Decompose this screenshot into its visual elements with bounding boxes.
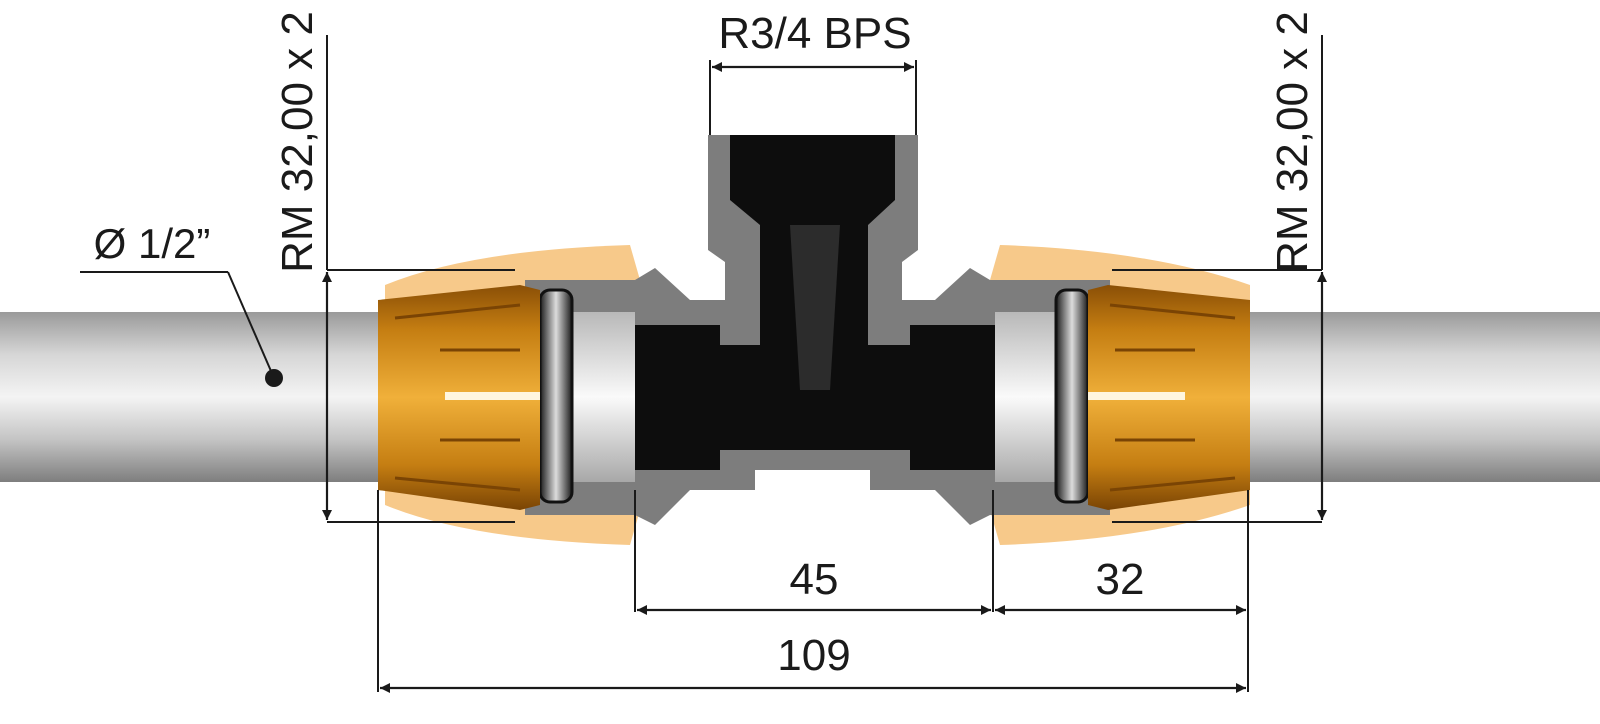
right-pipe xyxy=(1250,312,1600,482)
dim-45-label: 45 xyxy=(790,555,839,604)
left-o-ring xyxy=(538,288,574,504)
dim-109-label: 109 xyxy=(777,631,850,680)
right-sleeve xyxy=(995,312,1060,482)
pipe-diameter-label: Ø 1/2” xyxy=(94,220,211,267)
left-nut-grooves xyxy=(394,303,521,492)
left-sleeve xyxy=(570,312,635,482)
right-nut-grooves xyxy=(1109,303,1236,492)
left-connection-label: RM 32,00 x 2 xyxy=(273,11,322,273)
branch-highlight xyxy=(790,225,840,390)
top-thread-label: R3/4 BPS xyxy=(718,9,911,58)
left-pipe xyxy=(0,312,390,482)
right-connection-label: RM 32,00 x 2 xyxy=(1268,11,1317,273)
right-o-ring xyxy=(1054,288,1090,504)
dim-32-label: 32 xyxy=(1096,555,1145,604)
diameter-leader-dot xyxy=(265,369,283,387)
diameter-leader-diagonal xyxy=(227,271,275,379)
